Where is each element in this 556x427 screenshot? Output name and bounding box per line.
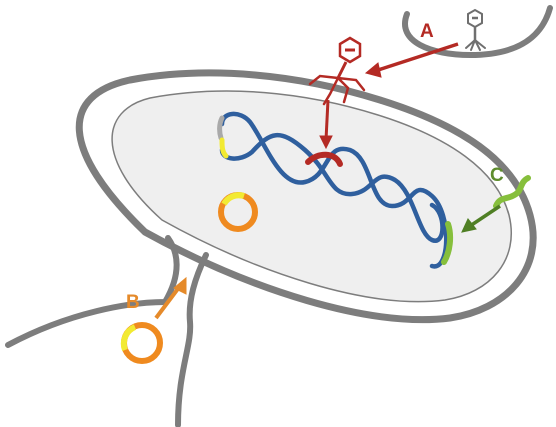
phage-tail — [336, 61, 348, 79]
label-c: C — [490, 165, 504, 186]
integrated-segment-gray — [217, 115, 225, 141]
plasmid-icon — [120, 322, 163, 364]
integrated-segment-a — [305, 151, 343, 167]
arrow-phage-to-chromosome — [319, 99, 333, 150]
main-cell-cytoplasm — [111, 90, 512, 303]
conjugation-bridge — [175, 252, 209, 427]
chromosome-strand-2 — [219, 132, 445, 243]
arrow-a-to-phage — [364, 42, 459, 78]
plasmid-icon — [218, 192, 258, 232]
bacterial-chromosome — [217, 111, 454, 269]
phage-tail-fibers — [308, 74, 366, 106]
plasmid-insert — [120, 324, 137, 352]
integrated-segment-yellow — [219, 137, 229, 159]
bacteriophage-icon — [465, 8, 486, 51]
phage-tail-fibers — [465, 39, 486, 51]
chromosome-strand-1 — [219, 111, 449, 269]
label-a: A — [420, 21, 434, 42]
donor-cell-bottom — [5, 235, 180, 348]
plasmid-insert — [221, 192, 245, 206]
label-b: B — [126, 292, 140, 313]
bacteriophage-icon — [308, 36, 366, 106]
dna-fragment-icon — [493, 175, 531, 209]
donor-cell-top — [402, 5, 553, 59]
arrow-b-conjugation — [154, 276, 187, 320]
arrow-c-to-chromosome — [461, 204, 501, 233]
integrated-segment-c — [441, 221, 454, 265]
